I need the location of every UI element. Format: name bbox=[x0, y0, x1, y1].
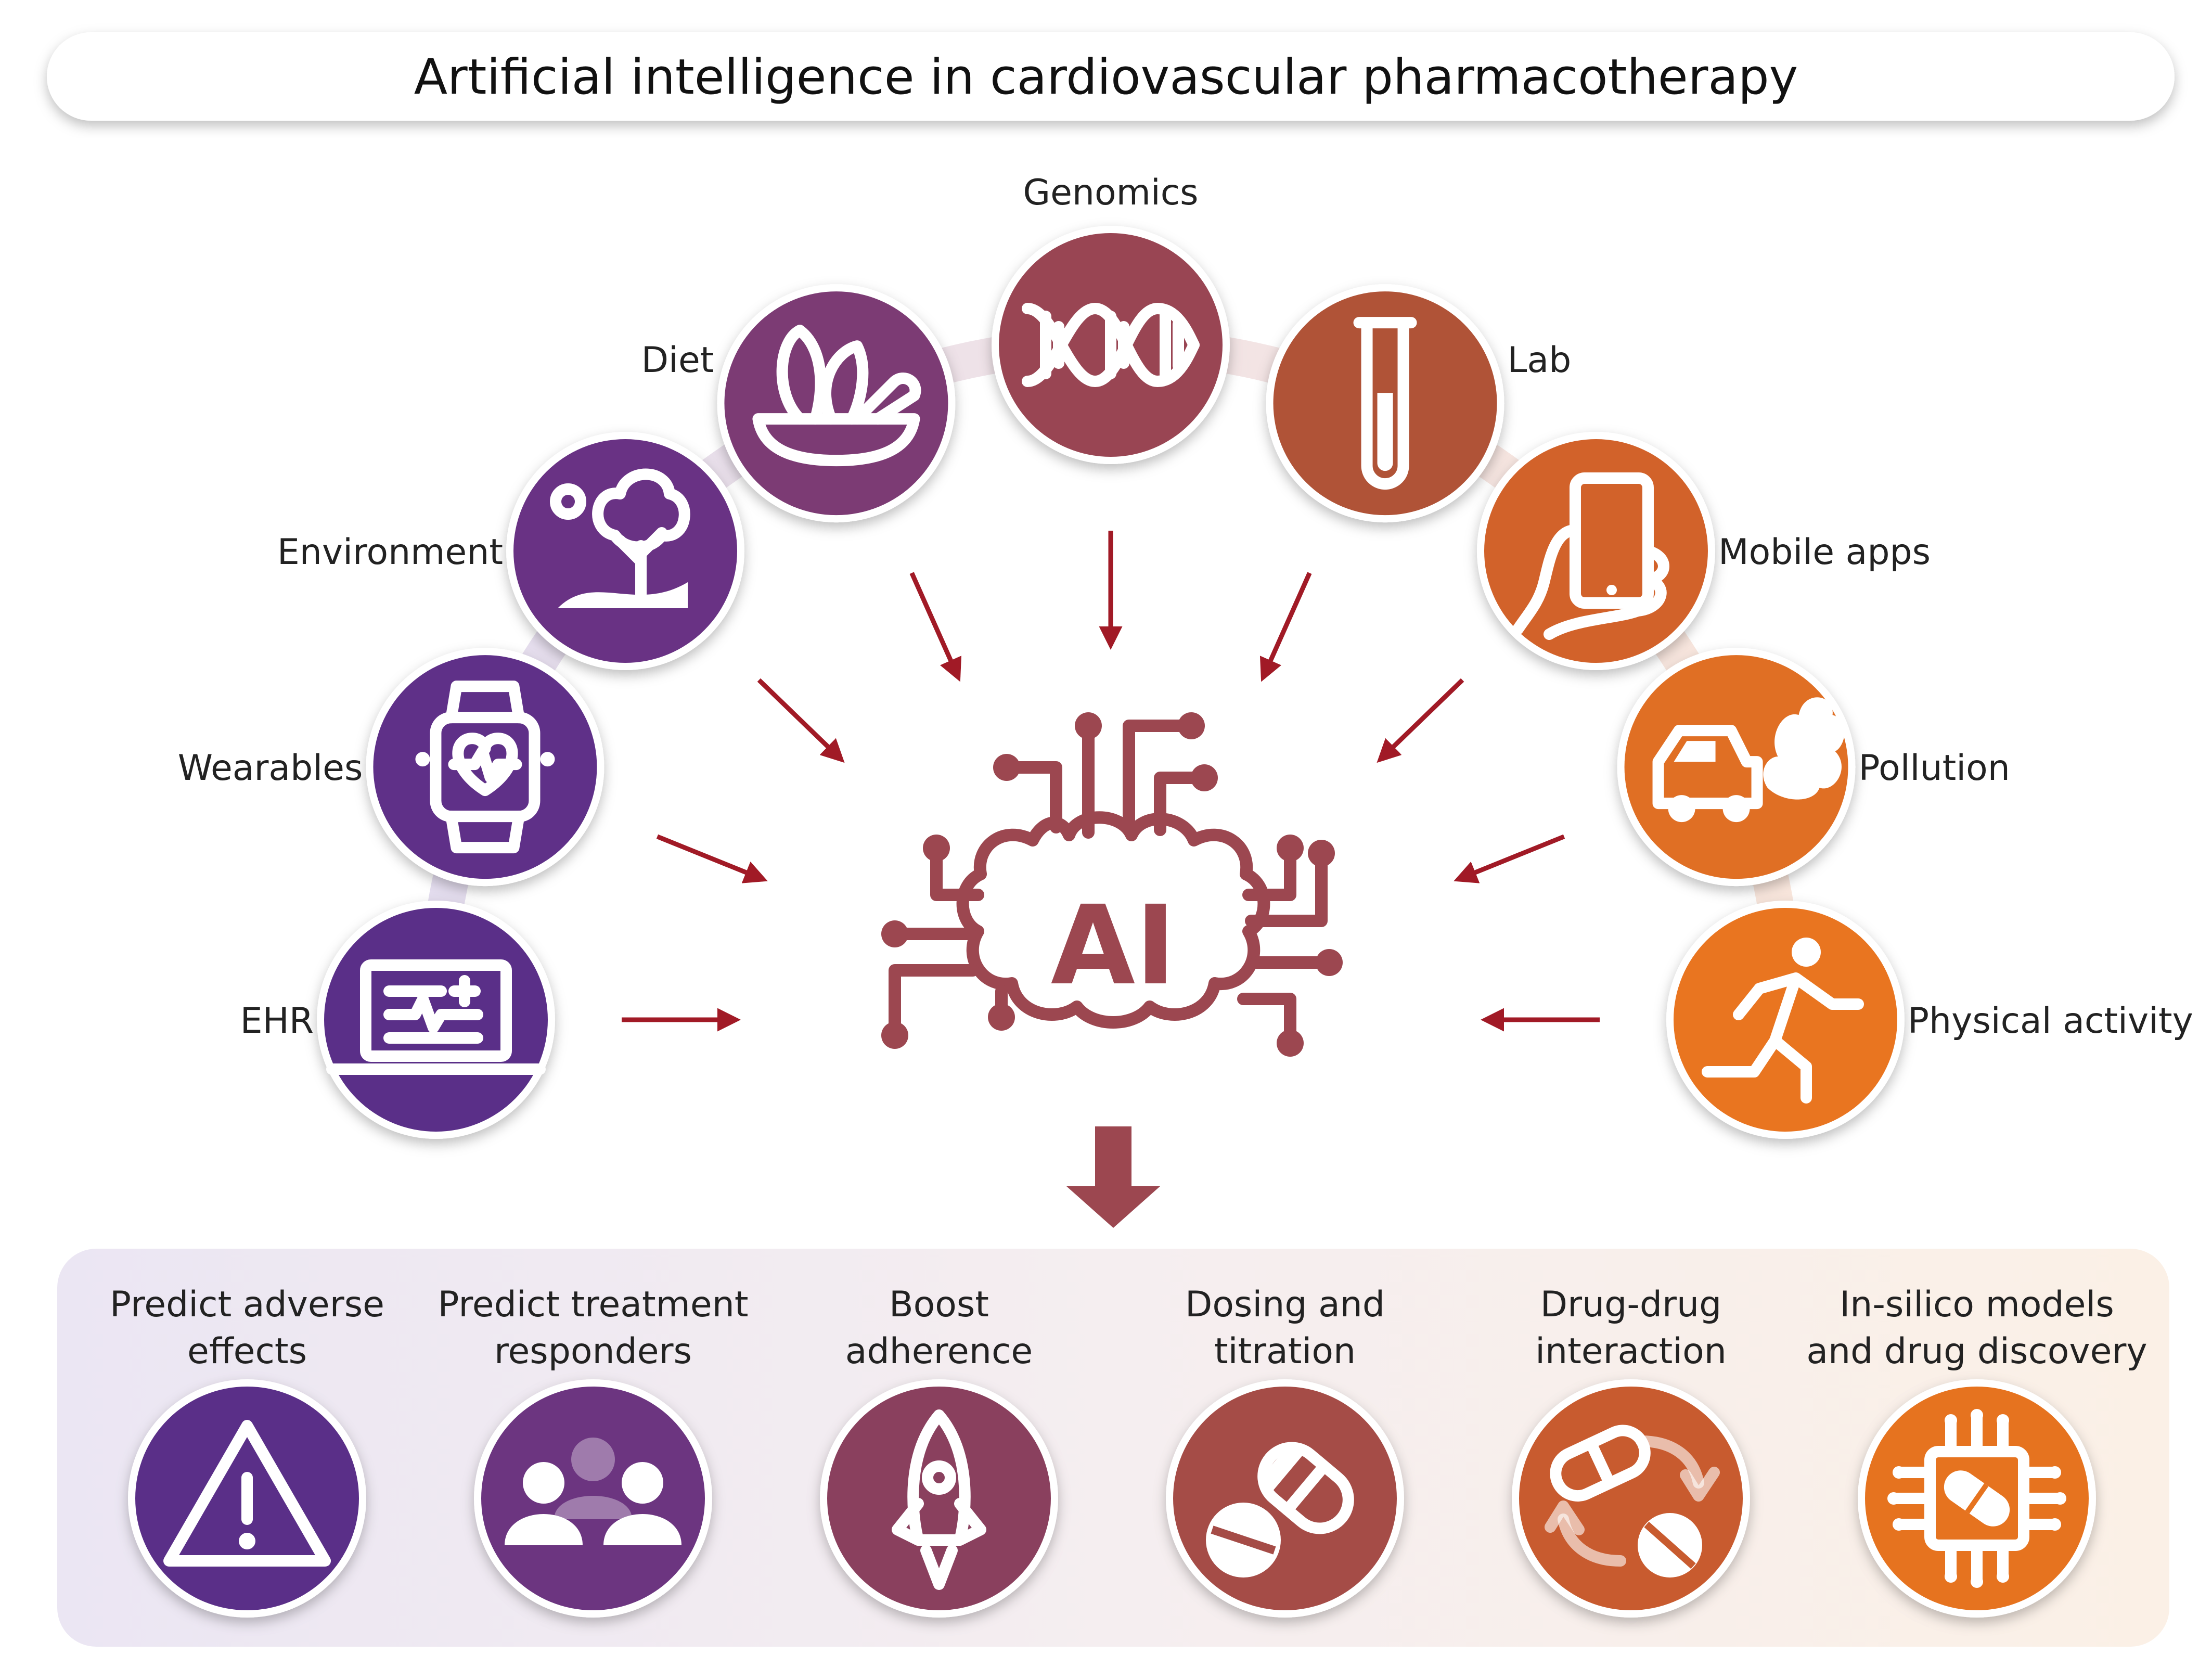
output-node-circle bbox=[1519, 1387, 1743, 1610]
output-node: Predict treatment responders bbox=[438, 1284, 749, 1618]
input-label: EHR bbox=[240, 1001, 314, 1042]
smartwatch-icon bbox=[415, 681, 555, 854]
flow-arrow bbox=[1454, 834, 1565, 883]
output-label-line2: interaction bbox=[1535, 1331, 1727, 1372]
input-label: Mobile apps bbox=[1718, 532, 1931, 573]
output-node-circle bbox=[827, 1387, 1051, 1610]
input-node: Genomics bbox=[992, 172, 1230, 464]
output-node: Predict adverse effects bbox=[110, 1284, 384, 1618]
input-label: Lab bbox=[1508, 340, 1572, 381]
test-tube-icon bbox=[1353, 317, 1417, 490]
output-label-line1: Drug-drug bbox=[1540, 1284, 1722, 1325]
input-node: Lab bbox=[1266, 284, 1572, 523]
output-label-line1: In-silico models bbox=[1840, 1284, 2114, 1325]
output-label-line1: Predict adverse bbox=[110, 1284, 384, 1325]
output-label-line1: Dosing and bbox=[1185, 1284, 1385, 1325]
flow-arrow bbox=[656, 834, 768, 883]
flow-arrow bbox=[1259, 572, 1312, 682]
output-node-circle bbox=[481, 1387, 705, 1610]
pills-icon bbox=[1206, 1442, 1354, 1578]
warning-icon bbox=[163, 1420, 331, 1567]
output-label-line2: responders bbox=[494, 1331, 692, 1372]
output-node-circle bbox=[1173, 1387, 1397, 1610]
flow-arrow bbox=[757, 678, 845, 763]
input-nodes: EHR Wearables Environment Diet GenomicsLabMo… bbox=[178, 172, 2193, 1139]
salad-bowl-icon bbox=[752, 325, 921, 467]
output-label-line2: titration bbox=[1214, 1331, 1356, 1372]
output-label-line2: effects bbox=[187, 1331, 307, 1372]
running-person-icon bbox=[1702, 938, 1864, 1104]
input-node: Environment bbox=[277, 432, 745, 671]
input-label: Diet bbox=[641, 340, 714, 381]
output-node: Dosing and titration bbox=[1166, 1284, 1404, 1618]
drug-interaction-icon bbox=[1545, 1425, 1720, 1578]
input-label: Wearables bbox=[178, 748, 363, 789]
output-node: Boost adherence bbox=[820, 1284, 1058, 1618]
flow-arrow bbox=[1377, 678, 1464, 763]
output-label-line1: Boost bbox=[889, 1284, 989, 1325]
rocket-icon bbox=[892, 1409, 986, 1590]
down-arrow bbox=[1066, 1126, 1160, 1228]
title-bar: Artificial intelligence in cardiovascula… bbox=[47, 32, 2175, 121]
flow-arrow bbox=[909, 572, 962, 682]
output-node: In-silico models and drug discovery bbox=[1806, 1284, 2147, 1618]
output-label-line2: adherence bbox=[845, 1331, 1033, 1372]
input-node: Diet bbox=[641, 284, 956, 523]
input-node: Mobile apps bbox=[1476, 432, 1931, 671]
input-label: Physical activity bbox=[1908, 1001, 2193, 1042]
input-node: Wearables bbox=[178, 648, 605, 887]
output-node: Drug-drug interaction bbox=[1512, 1284, 1750, 1618]
car-exhaust-icon bbox=[1652, 697, 1845, 823]
input-node-circle bbox=[1624, 655, 1848, 879]
output-label-line2: and drug discovery bbox=[1806, 1331, 2147, 1372]
page-title: Artificial intelligence in cardiovascula… bbox=[414, 49, 1798, 106]
output-label-line1: Predict treatment bbox=[438, 1284, 749, 1325]
input-arrows bbox=[622, 531, 1600, 1032]
input-node: EHR bbox=[240, 901, 555, 1139]
output-nodes: Predict adverse effects Predict treatment r… bbox=[110, 1284, 2147, 1618]
ai-brain-icon bbox=[881, 712, 1343, 1057]
dna-icon bbox=[1022, 303, 1200, 387]
people-group-icon bbox=[505, 1438, 681, 1545]
input-label: Genomics bbox=[1023, 172, 1198, 213]
tree-sun-icon bbox=[550, 468, 690, 609]
laptop-ehr-icon bbox=[326, 959, 546, 1075]
input-node-circle bbox=[724, 291, 948, 516]
chip-pill-icon bbox=[1887, 1409, 2066, 1588]
smartphone-hand-icon bbox=[1512, 472, 1669, 640]
input-node: Physical activity bbox=[1666, 901, 2193, 1139]
input-node: Pollution bbox=[1617, 648, 2010, 887]
input-label: Pollution bbox=[1859, 748, 2010, 789]
input-label: Environment bbox=[277, 532, 503, 573]
ai-label: AI bbox=[1051, 882, 1176, 1009]
